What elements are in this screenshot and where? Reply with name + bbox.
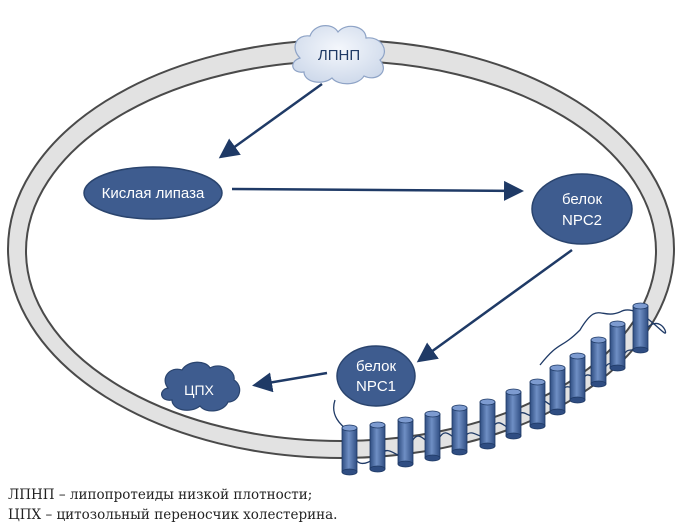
cpx-label: ЦПХ (184, 382, 214, 398)
acid-lipase-label: Кислая липаза (102, 185, 205, 202)
ldl-node: ЛПНП (292, 25, 385, 85)
npc2-node: белок NPC2 (531, 173, 633, 245)
cpx-node: ЦПХ (161, 361, 241, 412)
legend-line-ldl: ЛПНП – липопротеиды низкой плотности; (8, 487, 313, 503)
lysosome-membrane (7, 39, 675, 459)
legend-line-cpx: ЦПХ – цитозольный переносчик холестерина… (8, 507, 338, 523)
transmembrane-helix (369, 421, 386, 473)
transmembrane-helix (549, 364, 566, 416)
arrow-ldl-to-lipase (218, 82, 323, 159)
npc2-label-line2: NPC2 (562, 212, 602, 229)
transmembrane-helix (451, 404, 468, 456)
flow-arrows (218, 82, 573, 393)
transmembrane-helix (529, 378, 546, 430)
acid-lipase-node: Кислая липаза (83, 166, 223, 220)
transmembrane-helix (590, 336, 607, 388)
npc1-label-line1: белок (356, 358, 397, 375)
transmembrane-helix (632, 302, 649, 354)
transmembrane-helix (341, 424, 358, 476)
arrow-npc2-to-npc1 (416, 248, 573, 363)
npc1-transmembrane-protein (333, 302, 667, 476)
transmembrane-helix (505, 388, 522, 440)
npc1-label-line2: NPC1 (356, 378, 396, 395)
transmembrane-helix (609, 320, 626, 372)
transmembrane-helix (569, 352, 586, 404)
transmembrane-helix (479, 398, 496, 450)
arrow-npc1-to-cpx (252, 371, 328, 393)
transmembrane-helix (424, 410, 441, 462)
npc1-node: белок NPC1 (336, 345, 416, 407)
arrow-lipase-to-npc2 (231, 180, 524, 201)
transmembrane-helix (397, 416, 414, 468)
npc2-label-line1: белок (562, 191, 603, 208)
ldl-label: ЛПНП (318, 47, 360, 64)
